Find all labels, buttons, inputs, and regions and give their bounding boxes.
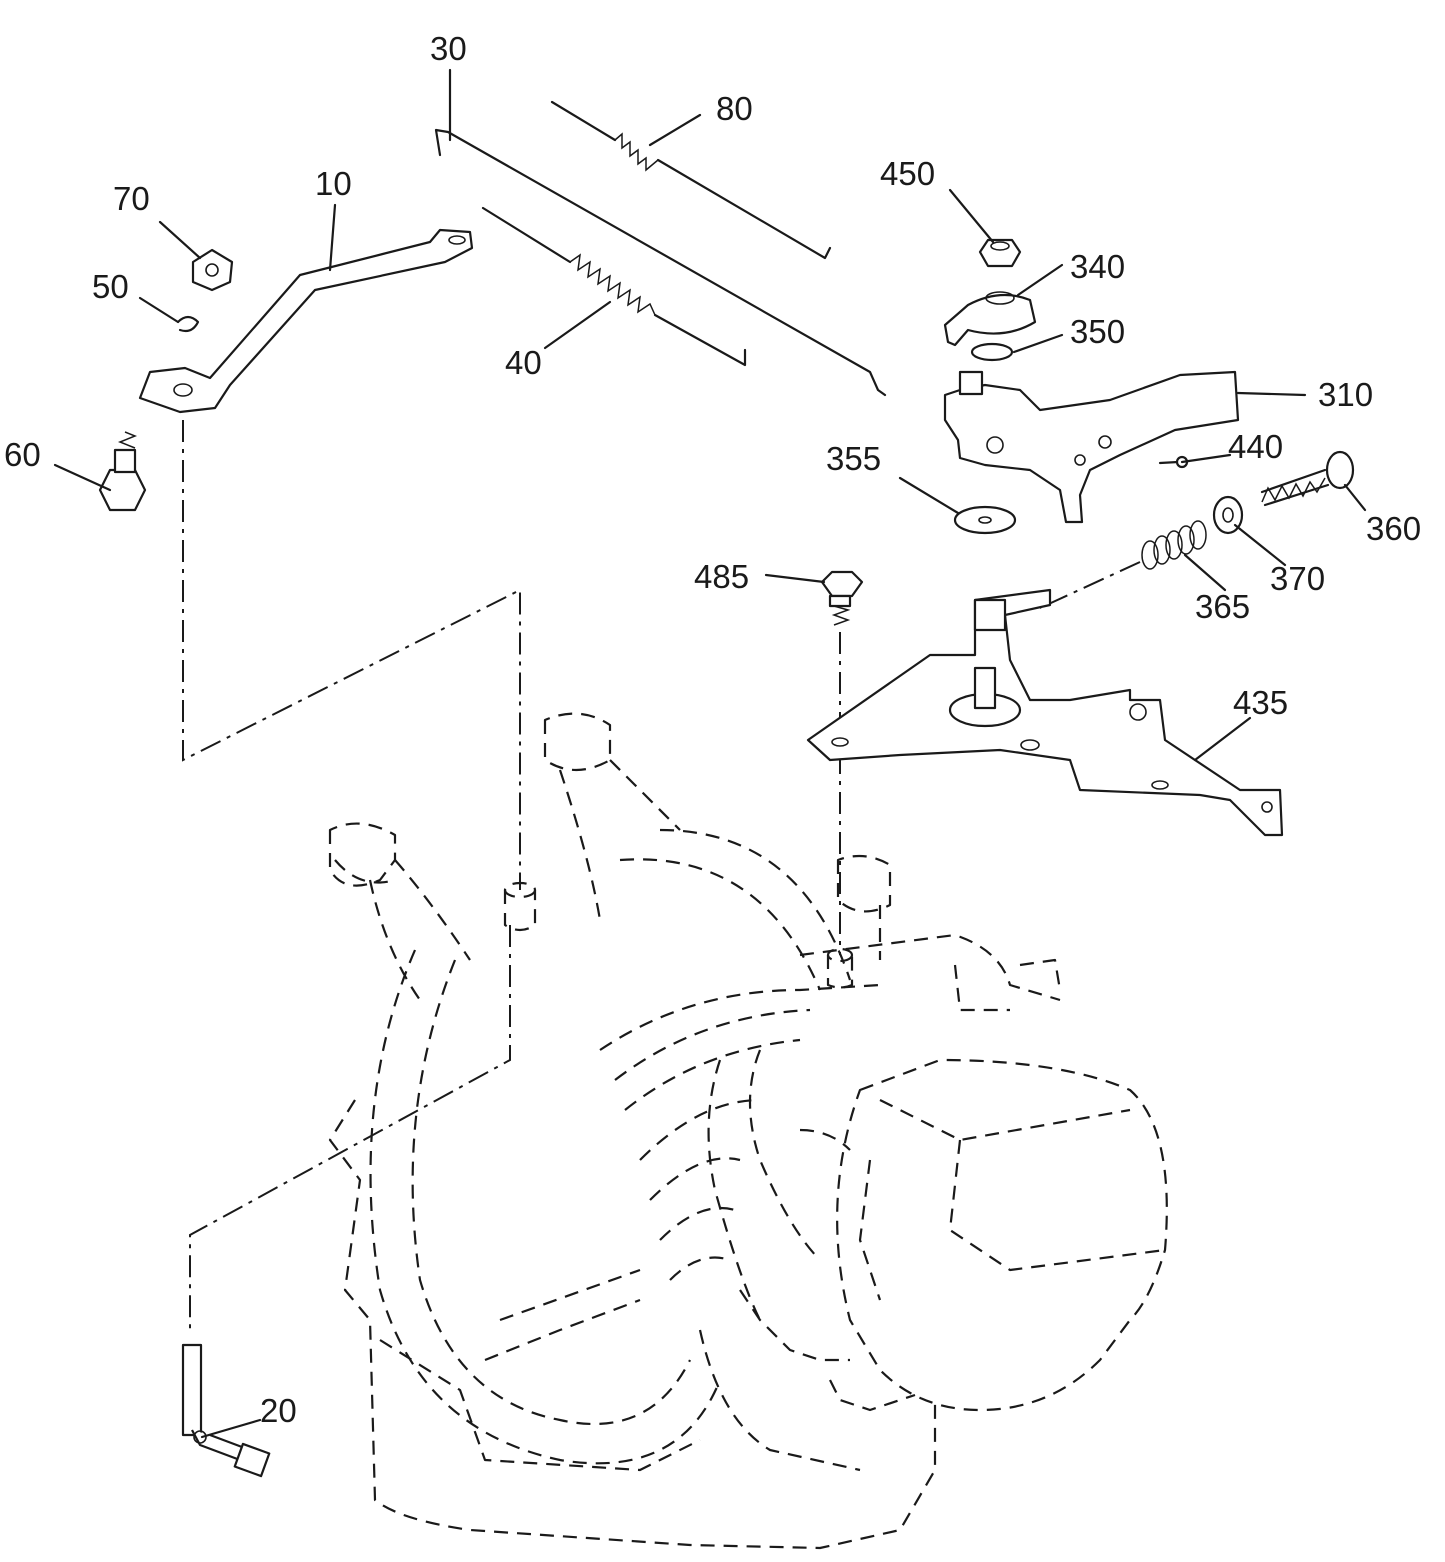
- callout-30: 30: [430, 30, 467, 67]
- assembly-guide-lines: [182, 420, 1141, 1335]
- engine-block-phantom: [328, 712, 1168, 1550]
- callout-20: 20: [260, 1392, 297, 1429]
- callout-355: 355: [826, 440, 881, 477]
- part-355-washer: [953, 505, 1017, 535]
- callout-365: 365: [1195, 588, 1250, 625]
- callout-leader-lines: [53, 68, 1367, 1439]
- callout-350: 350: [1070, 313, 1125, 350]
- callout-80: 80: [716, 90, 753, 127]
- callout-485: 485: [694, 558, 749, 595]
- part-80-spring: [550, 100, 832, 260]
- callout-340: 340: [1070, 248, 1125, 285]
- part-350-washer: [970, 342, 1014, 362]
- callout-10: 10: [315, 165, 352, 202]
- part-450-nut: [978, 238, 1022, 268]
- callout-60: 60: [4, 436, 41, 473]
- callout-360: 360: [1366, 510, 1421, 547]
- part-60-bolt: [98, 431, 147, 512]
- part-360-screw: [1260, 450, 1355, 507]
- part-20-governor-shaft: [181, 1343, 271, 1478]
- part-30-throttle-rod: [434, 128, 887, 397]
- part-485-bolt: [820, 570, 864, 626]
- part-310-control-plate: [943, 370, 1240, 524]
- callout-440: 440: [1228, 428, 1283, 465]
- callout-450: 450: [880, 155, 935, 192]
- callout-70: 70: [113, 180, 150, 217]
- part-40-governor-spring: [481, 206, 747, 367]
- callout-370: 370: [1270, 560, 1325, 597]
- part-340-control-lever: [943, 291, 1037, 347]
- part-435-bracket: [806, 588, 1284, 837]
- part-10-governor-lever: [138, 228, 474, 414]
- callout-50: 50: [92, 268, 129, 305]
- callout-labels: 30 80 450 70 10 340 50 350 40 310 440 60…: [4, 30, 1421, 1429]
- part-70-nut: [191, 248, 234, 292]
- part-365-spring: [1141, 520, 1207, 570]
- part-50-clip: [176, 315, 200, 333]
- callout-435: 435: [1233, 684, 1288, 721]
- callout-40: 40: [505, 344, 542, 381]
- callout-310: 310: [1318, 376, 1373, 413]
